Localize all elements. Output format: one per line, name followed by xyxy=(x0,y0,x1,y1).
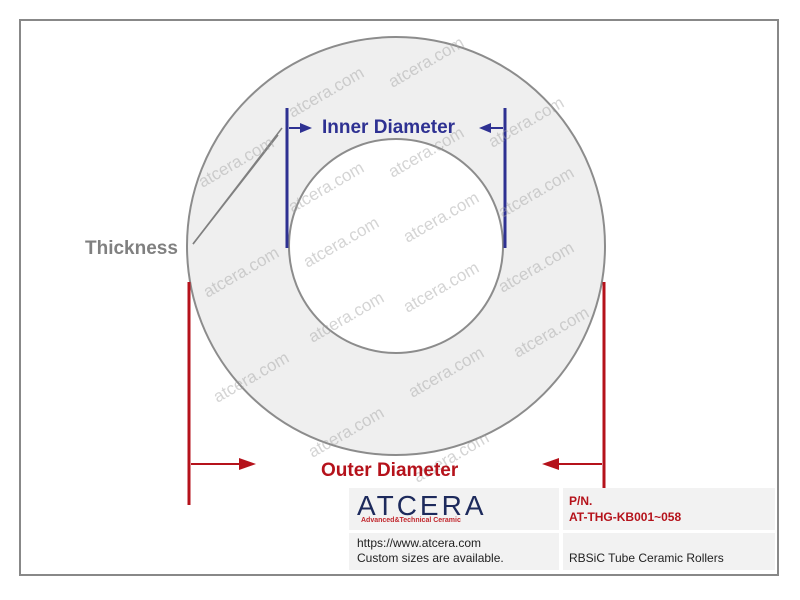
website-cell: https://www.atcera.com Custom sizes are … xyxy=(349,533,559,570)
product-cell: RBSiC Tube Ceramic Rollers xyxy=(563,533,775,570)
product-name: RBSiC Tube Ceramic Rollers xyxy=(569,551,724,565)
outer-diameter-label: Outer Diameter xyxy=(321,460,459,481)
table-divider-vertical xyxy=(559,488,563,570)
company-tagline: Advanced&Technical Ceramic xyxy=(361,517,461,524)
info-table: ATCERA Advanced&Technical Ceramic P/N. A… xyxy=(349,488,775,570)
outer-dim-left-arrowhead xyxy=(239,458,256,470)
inner-diameter-label: Inner Diameter xyxy=(322,117,456,138)
logo-cell: ATCERA Advanced&Technical Ceramic xyxy=(349,488,559,530)
inner-dim-right-arrowhead xyxy=(479,123,491,133)
company-logo: ATCERA xyxy=(357,490,487,521)
inner-circle xyxy=(288,138,504,354)
inner-dim-left-arrowhead xyxy=(300,123,312,133)
outer-dim-right-arrowhead xyxy=(542,458,559,470)
part-number-label: P/N. xyxy=(569,494,593,508)
part-number-cell: P/N. AT-THG-KB001~058 xyxy=(563,488,775,530)
thickness-label: Thickness xyxy=(85,238,178,259)
custom-sizes-note: Custom sizes are available. xyxy=(357,551,504,565)
website-link[interactable]: https://www.atcera.com xyxy=(357,536,482,550)
part-number-value: AT-THG-KB001~058 xyxy=(569,510,682,524)
thickness-leader-2 xyxy=(192,134,279,245)
diagram-frame xyxy=(19,19,779,576)
